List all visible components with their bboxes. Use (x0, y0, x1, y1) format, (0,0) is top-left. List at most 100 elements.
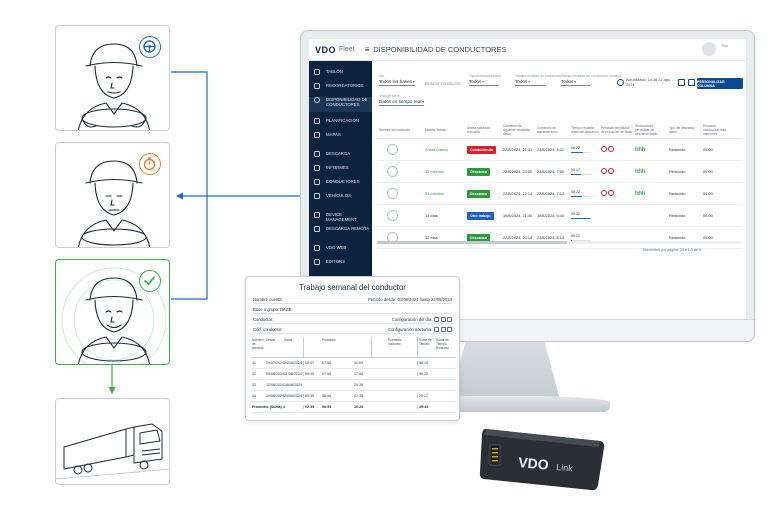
driver-card-resting (55, 142, 170, 248)
week-time-label: Tiempo restante de conducción semana (561, 74, 622, 78)
report-cell: 33 (252, 383, 256, 387)
sidebar-item-label: MAPAS (326, 132, 341, 137)
report-cell: 29/07/2024 (266, 361, 284, 365)
avatar[interactable] (702, 42, 716, 56)
app-logo: VDO (315, 44, 337, 55)
add-icon[interactable] (434, 326, 439, 332)
sidebar-item-vehiculos[interactable]: VEHÍCULOS (309, 193, 372, 206)
report-icon (314, 165, 320, 171)
report-cell: 05/08/2024 (266, 372, 284, 376)
report-cell: 11/08/2024 (284, 372, 302, 376)
activity-badge: Descanso (467, 167, 490, 176)
sidebar-item-tablon[interactable]: TABLÓN (309, 69, 372, 82)
report-cell: 07:30 (354, 394, 363, 398)
search-input[interactable]: Buscar conductor (425, 81, 461, 86)
scrollbar-thumb[interactable] (377, 241, 567, 244)
remaining-cell: 00:21 (569, 234, 599, 242)
customize-columns-button[interactable]: PERSONALIZAR COLUMNA (697, 78, 743, 89)
sidebar-item-descarga-remota[interactable]: DESCARGA REMOTA (309, 226, 372, 239)
report-info-row: Conductor: Configuración del día: (253, 315, 452, 324)
column-header[interactable]: Nombre del conductor (379, 127, 411, 132)
report-cell: 02:39 (303, 405, 321, 409)
next-rest-cell: 22/8/2024, 23:00 (503, 169, 533, 174)
report-column-header: Desde (266, 338, 276, 342)
add-icon[interactable] (434, 316, 439, 322)
next-shift-cell: 19/8/2024, 6:40 (537, 213, 565, 218)
time-cell: Ahora mismo (425, 147, 448, 152)
sidebar-item-conductores[interactable]: CONDUCTORES (309, 179, 372, 192)
sidebar-item-recordatorios[interactable]: RECORDATORIOS (309, 83, 372, 96)
print-icon[interactable] (678, 79, 685, 86)
column-header[interactable]: Duración conducción días anteriores (703, 123, 727, 136)
sidebar-item-vdo-web[interactable]: VDO WEB (309, 245, 372, 258)
rest-type-cell: Reducido (669, 191, 686, 196)
sidebar-item-editors[interactable]: EDITORS (309, 259, 372, 272)
search-placeholder: Buscar conductor (425, 81, 461, 86)
column-header[interactable]: Comienzo de siguiente turno (537, 125, 558, 134)
report-total-row: Promedio (Suma) 4 02:39 08:53 16:28 39:4… (251, 402, 456, 413)
report-cell: 10:53 (354, 361, 363, 365)
activity-badge: Conduciendo (467, 145, 496, 154)
driver-cell (377, 144, 423, 155)
previous-driving-cell: 09:00 (703, 147, 713, 152)
close-icon[interactable] (440, 316, 446, 322)
sidebar-item-planificacion[interactable]: PLANIFICACIÓN (309, 118, 372, 131)
sidebar-item-label: VEHÍCULOS (326, 193, 351, 198)
close-icon[interactable] (440, 326, 446, 332)
sidebar-item-label: DEVICE MANAGEMENT (326, 212, 357, 222)
column-header[interactable]: Períodos permitidos de reducción de diar… (601, 125, 633, 134)
sidebar-item-device-management[interactable]: DEVICE MANAGEMENT (309, 212, 372, 225)
sidebar-item-informes[interactable]: INFORMES (309, 165, 372, 178)
pagination[interactable]: Elementos por página: 20 ▾ 1-5 de 5 (643, 248, 701, 252)
report-cell: 98:15 (417, 361, 435, 365)
sidebar-item-mapas[interactable]: MAPAS (309, 132, 372, 145)
sidebar-item-label: TABLÓN (326, 69, 343, 74)
rest-reductions-cell: hhh (633, 147, 667, 153)
reduction-icon (601, 168, 607, 174)
report-cell: 31 (252, 361, 256, 365)
report-cell: Promedio (Suma) 4 (252, 405, 285, 409)
activity-badge: Descanso (467, 189, 490, 198)
progress-bar (571, 217, 591, 220)
clock-icon (314, 97, 320, 103)
remaining-progress: 00:21 (571, 234, 591, 242)
sidebar-item-disponibilidad[interactable]: DISPONIBILIDAD DE CONDUCTORES (309, 97, 372, 112)
remaining-progress: 05:22 (571, 190, 591, 198)
column-header[interactable]: Última actividad conocida (467, 125, 490, 134)
progress-fill (571, 217, 590, 220)
sidebar-item-descarga[interactable]: DESCARGA (309, 151, 372, 164)
report-cell: 12/08/2024 (266, 383, 284, 387)
device-model: Link (556, 462, 574, 473)
report-info-row: Base o grupo: BASE (253, 305, 452, 314)
edit-icon[interactable] (447, 326, 452, 332)
report-cell: 34 (252, 394, 256, 398)
edit-icon[interactable] (447, 316, 452, 322)
truck-illustration (56, 423, 169, 480)
report-column-header: Número de semana (252, 338, 264, 350)
column-header[interactable]: Reducciones permitidas de descanso diari… (635, 123, 658, 136)
horizontal-scrollbar[interactable] (377, 241, 742, 244)
name-label: Nombre cuenta: (253, 296, 283, 302)
next-shift-cell: 22/8/2024, 7:13 (537, 191, 565, 196)
column-header[interactable]: Tiempo restante antes del descanso (571, 125, 599, 134)
column-header[interactable]: Comienzo de siguiente descanso diario (503, 123, 531, 136)
reduction-icon (601, 146, 607, 152)
menu-icon[interactable]: ≡ (364, 45, 370, 54)
column-header[interactable]: Tipo del descanso diario (669, 125, 695, 134)
export-icon[interactable] (688, 79, 695, 86)
column-header[interactable]: Mostrar tiempo ↓ (425, 127, 449, 132)
refresh-icon[interactable] (617, 79, 624, 86)
